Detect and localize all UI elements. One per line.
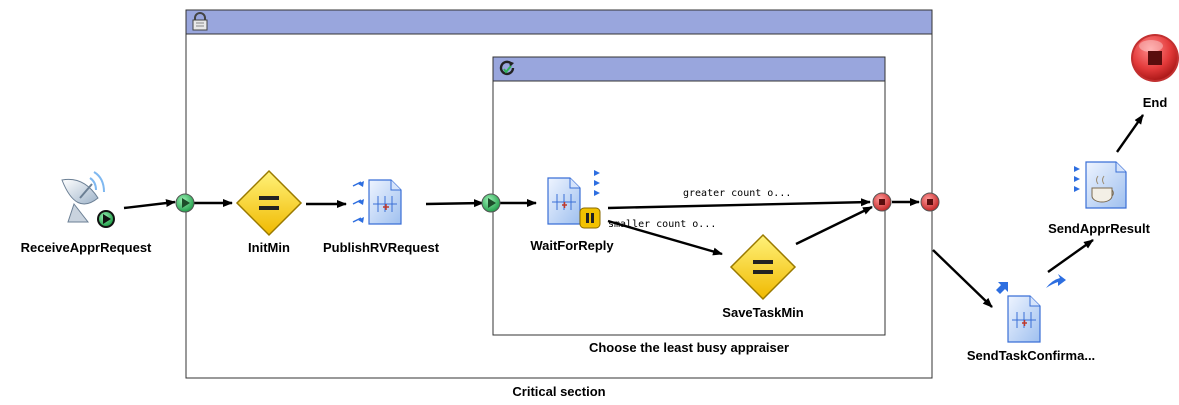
send-appr-result-node[interactable] bbox=[1074, 161, 1127, 209]
loop-refresh-icon bbox=[499, 60, 515, 76]
least-busy-appraiser-label: Choose the least busy appraiser bbox=[588, 340, 790, 355]
edge-sendappr-end bbox=[1116, 114, 1144, 153]
save-task-min-label: SaveTaskMin bbox=[722, 305, 804, 320]
start-play-icon bbox=[97, 210, 115, 228]
edge-sendtask-sendappr bbox=[1047, 239, 1094, 273]
end-label: End bbox=[1142, 95, 1168, 110]
receive-appr-request-node[interactable] bbox=[61, 171, 115, 228]
critical-section-end-connector[interactable] bbox=[920, 192, 940, 212]
send-task-confirmation-node[interactable] bbox=[996, 274, 1066, 343]
end-node[interactable] bbox=[1131, 34, 1179, 82]
edge-smaller bbox=[607, 219, 723, 256]
edge-savetask-loopend bbox=[795, 205, 873, 246]
stop-icon bbox=[1131, 34, 1179, 82]
smaller-count-edge-label: smaller count o... bbox=[608, 219, 717, 230]
send-task-confirmation-label: SendTaskConfirma... bbox=[966, 348, 1096, 363]
critical-section-label: Critical section bbox=[512, 384, 606, 399]
edge-publish-loopstart bbox=[425, 199, 484, 208]
greater-count-edge-label: greater count o... bbox=[683, 188, 792, 199]
send-document-icon bbox=[996, 274, 1066, 343]
lock-icon bbox=[192, 12, 208, 31]
receive-appr-request-label: ReceiveApprRequest bbox=[20, 240, 152, 255]
assign-diamond-icon bbox=[729, 233, 797, 301]
send-appr-result-label: SendApprResult bbox=[1048, 221, 1150, 236]
wait-document-icon bbox=[547, 170, 600, 225]
wait-for-reply-label: WaitForReply bbox=[530, 238, 614, 253]
publish-rv-request-node[interactable] bbox=[352, 179, 402, 225]
loop-end-connector[interactable] bbox=[872, 192, 892, 212]
publish-rv-request-label: PublishRVRequest bbox=[322, 240, 440, 255]
satellite-dish-icon bbox=[61, 171, 105, 223]
init-min-node[interactable] bbox=[235, 169, 303, 237]
reply-coffee-document-icon bbox=[1074, 161, 1127, 209]
edge-csend-sendtask bbox=[932, 249, 993, 308]
edge-greater bbox=[607, 198, 871, 210]
save-task-min-node[interactable] bbox=[729, 233, 797, 301]
loop-start-connector[interactable] bbox=[481, 193, 501, 213]
pause-icon bbox=[579, 207, 601, 229]
edge-receive-start bbox=[123, 199, 176, 210]
publish-document-icon bbox=[352, 179, 402, 225]
edges bbox=[123, 114, 1144, 308]
critical-section-start-connector[interactable] bbox=[175, 193, 195, 213]
wait-for-reply-node[interactable] bbox=[547, 170, 601, 229]
init-min-label: InitMin bbox=[248, 240, 290, 255]
assign-diamond-icon bbox=[235, 169, 303, 237]
